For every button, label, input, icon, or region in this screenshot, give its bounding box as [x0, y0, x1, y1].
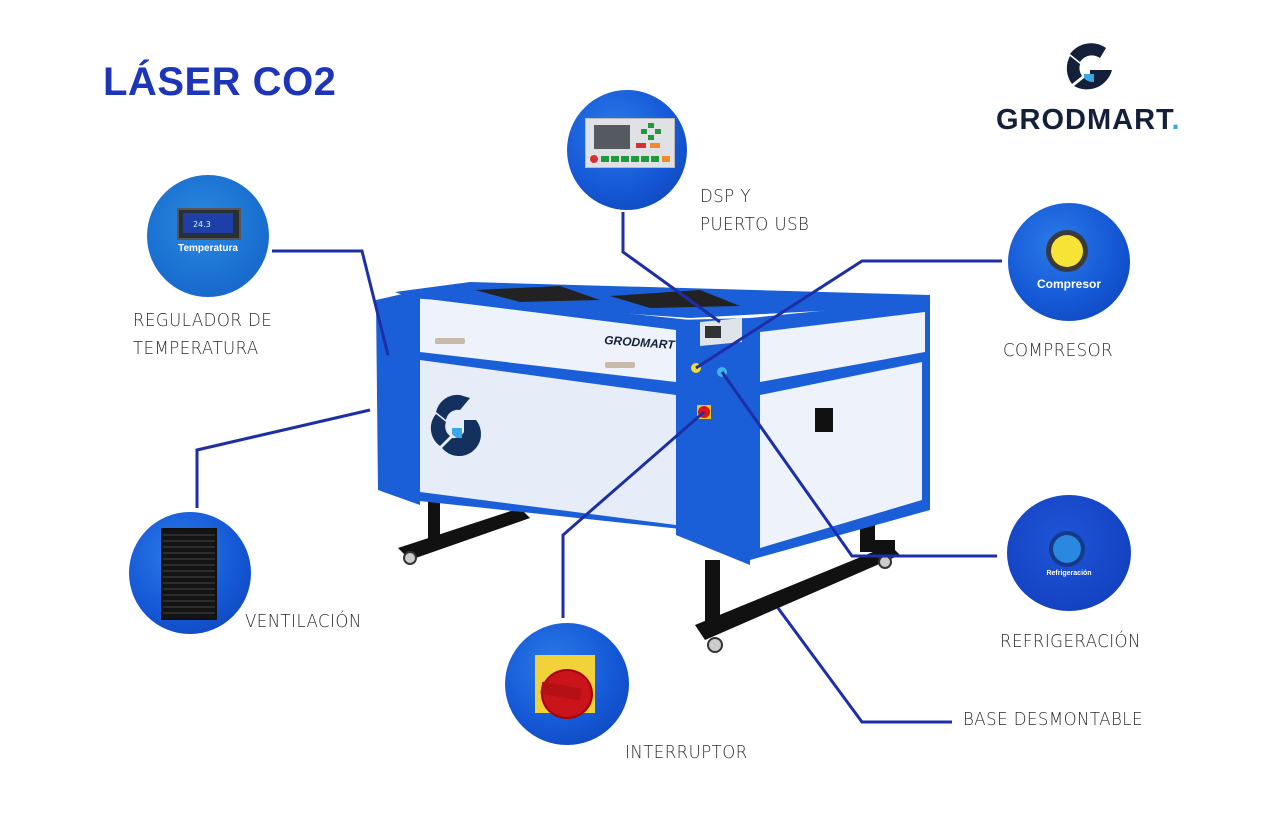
temperature-value: 24.3 — [193, 220, 211, 229]
switch-label-line1: INTERRUPTOR — [625, 742, 748, 763]
base-label: BASE DESMONTABLE — [963, 706, 1143, 734]
cooling-caption: Refrigeración — [1046, 570, 1092, 577]
dsp-label-line2: PUERTO USB — [700, 214, 810, 235]
base-label-line1: BASE DESMONTABLE — [963, 709, 1143, 730]
machine-body — [376, 282, 930, 565]
ventilation-label: VENTILACIÓN — [245, 608, 362, 636]
leader-lines — [195, 212, 1002, 724]
leader-cooling — [720, 371, 997, 558]
cooling-circle[interactable]: Refrigeración — [1007, 495, 1131, 611]
dsp-label: DSP Y PUERTO USB — [700, 183, 809, 239]
leader-temperature — [272, 249, 390, 356]
panel-brand-text: GRODMART — [604, 333, 677, 352]
page-title: LÁSER CO2 — [103, 60, 337, 104]
dsp-label-line1: DSP Y — [700, 186, 751, 207]
cooling-label-line1: REFRIGERACIÓN — [1000, 631, 1141, 652]
main-switch-icon — [535, 655, 595, 719]
switch-label: INTERRUPTOR — [625, 739, 748, 767]
cooling-button-icon — [1049, 531, 1085, 567]
compressor-caption: Compresor — [1036, 277, 1101, 291]
compressor-label-line1: COMPRESOR — [1003, 340, 1114, 361]
cooling-label: REFRIGERACIÓN — [1000, 628, 1141, 656]
leader-compressor — [695, 259, 1002, 370]
g-logo-icon — [1066, 43, 1112, 90]
compressor-circle[interactable]: Compresor — [1008, 203, 1130, 321]
compressor-label: COMPRESOR — [1003, 337, 1113, 365]
temperature-label-line2: TEMPERATURA — [133, 338, 259, 359]
brand-name: GRODMART. — [996, 104, 1181, 137]
leader-ventilation — [195, 408, 371, 508]
leader-base — [776, 607, 952, 724]
dsp-circle[interactable] — [567, 90, 687, 210]
dsp-keypad — [638, 123, 668, 141]
brand-dot: . — [1171, 104, 1181, 136]
temperature-circle[interactable]: 24.3 Temperatura — [147, 175, 269, 297]
leader-dsp — [621, 212, 721, 324]
vent-grille-icon — [161, 528, 217, 620]
dsp-panel — [585, 118, 675, 168]
temperature-caption: Temperatura — [178, 243, 238, 254]
switch-circle[interactable] — [505, 623, 629, 745]
ventilation-circle[interactable] — [129, 512, 251, 634]
brand-logo — [1060, 40, 1120, 100]
ventilation-label-line1: VENTILACIÓN — [245, 611, 362, 632]
compressor-button-icon — [1046, 230, 1088, 272]
temperature-label-line1: REGULADOR DE — [133, 310, 273, 331]
dsp-screen — [594, 125, 630, 149]
leader-switch — [561, 410, 705, 618]
brand-name-text: GRODMART — [996, 104, 1172, 136]
temperature-display: 24.3 — [177, 208, 241, 240]
temperature-label: REGULADOR DE TEMPERATURA — [133, 307, 272, 363]
